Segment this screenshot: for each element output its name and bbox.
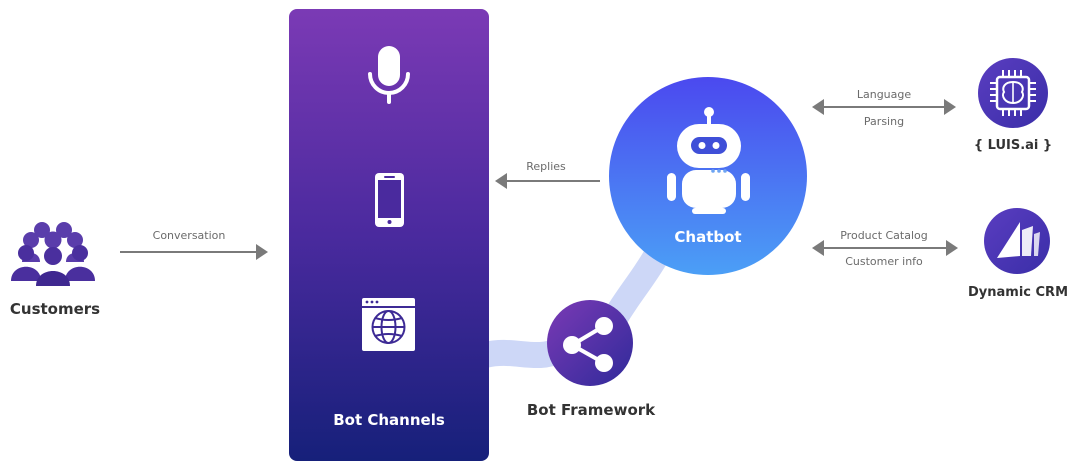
browser-globe-icon [362, 298, 415, 351]
language-parsing-arrow [812, 99, 956, 115]
share-nodes-icon [563, 317, 613, 372]
chatbot-label: Chatbot [674, 228, 742, 246]
replies-arrow [495, 173, 600, 189]
luis-label: { LUIS.ai } [973, 138, 1053, 153]
conversation-arrow [120, 244, 268, 260]
bot-framework-node[interactable] [547, 300, 633, 386]
bot-channels-label: Bot Channels [333, 411, 445, 429]
people-group-icon [11, 222, 95, 286]
smartphone-icon [375, 173, 404, 227]
conversation-label: Conversation [152, 229, 226, 242]
bot-framework-label: Bot Framework [526, 401, 656, 419]
microphone-icon [368, 46, 410, 104]
crm-label: Dynamic CRM [967, 285, 1069, 300]
brain-chip-icon [990, 70, 1036, 116]
product-catalog-label: Product Catalog [840, 229, 928, 242]
dynamics-logo-icon [997, 222, 1040, 258]
bot-channels-panel [289, 9, 489, 461]
replies-label: Replies [526, 160, 566, 173]
crm-arrow [812, 240, 958, 256]
language-label: Language [856, 88, 912, 101]
customer-info-label: Customer info [845, 255, 923, 268]
robot-icon [667, 107, 750, 214]
parsing-label: Parsing [863, 115, 905, 128]
customers-label: Customers [9, 300, 101, 318]
